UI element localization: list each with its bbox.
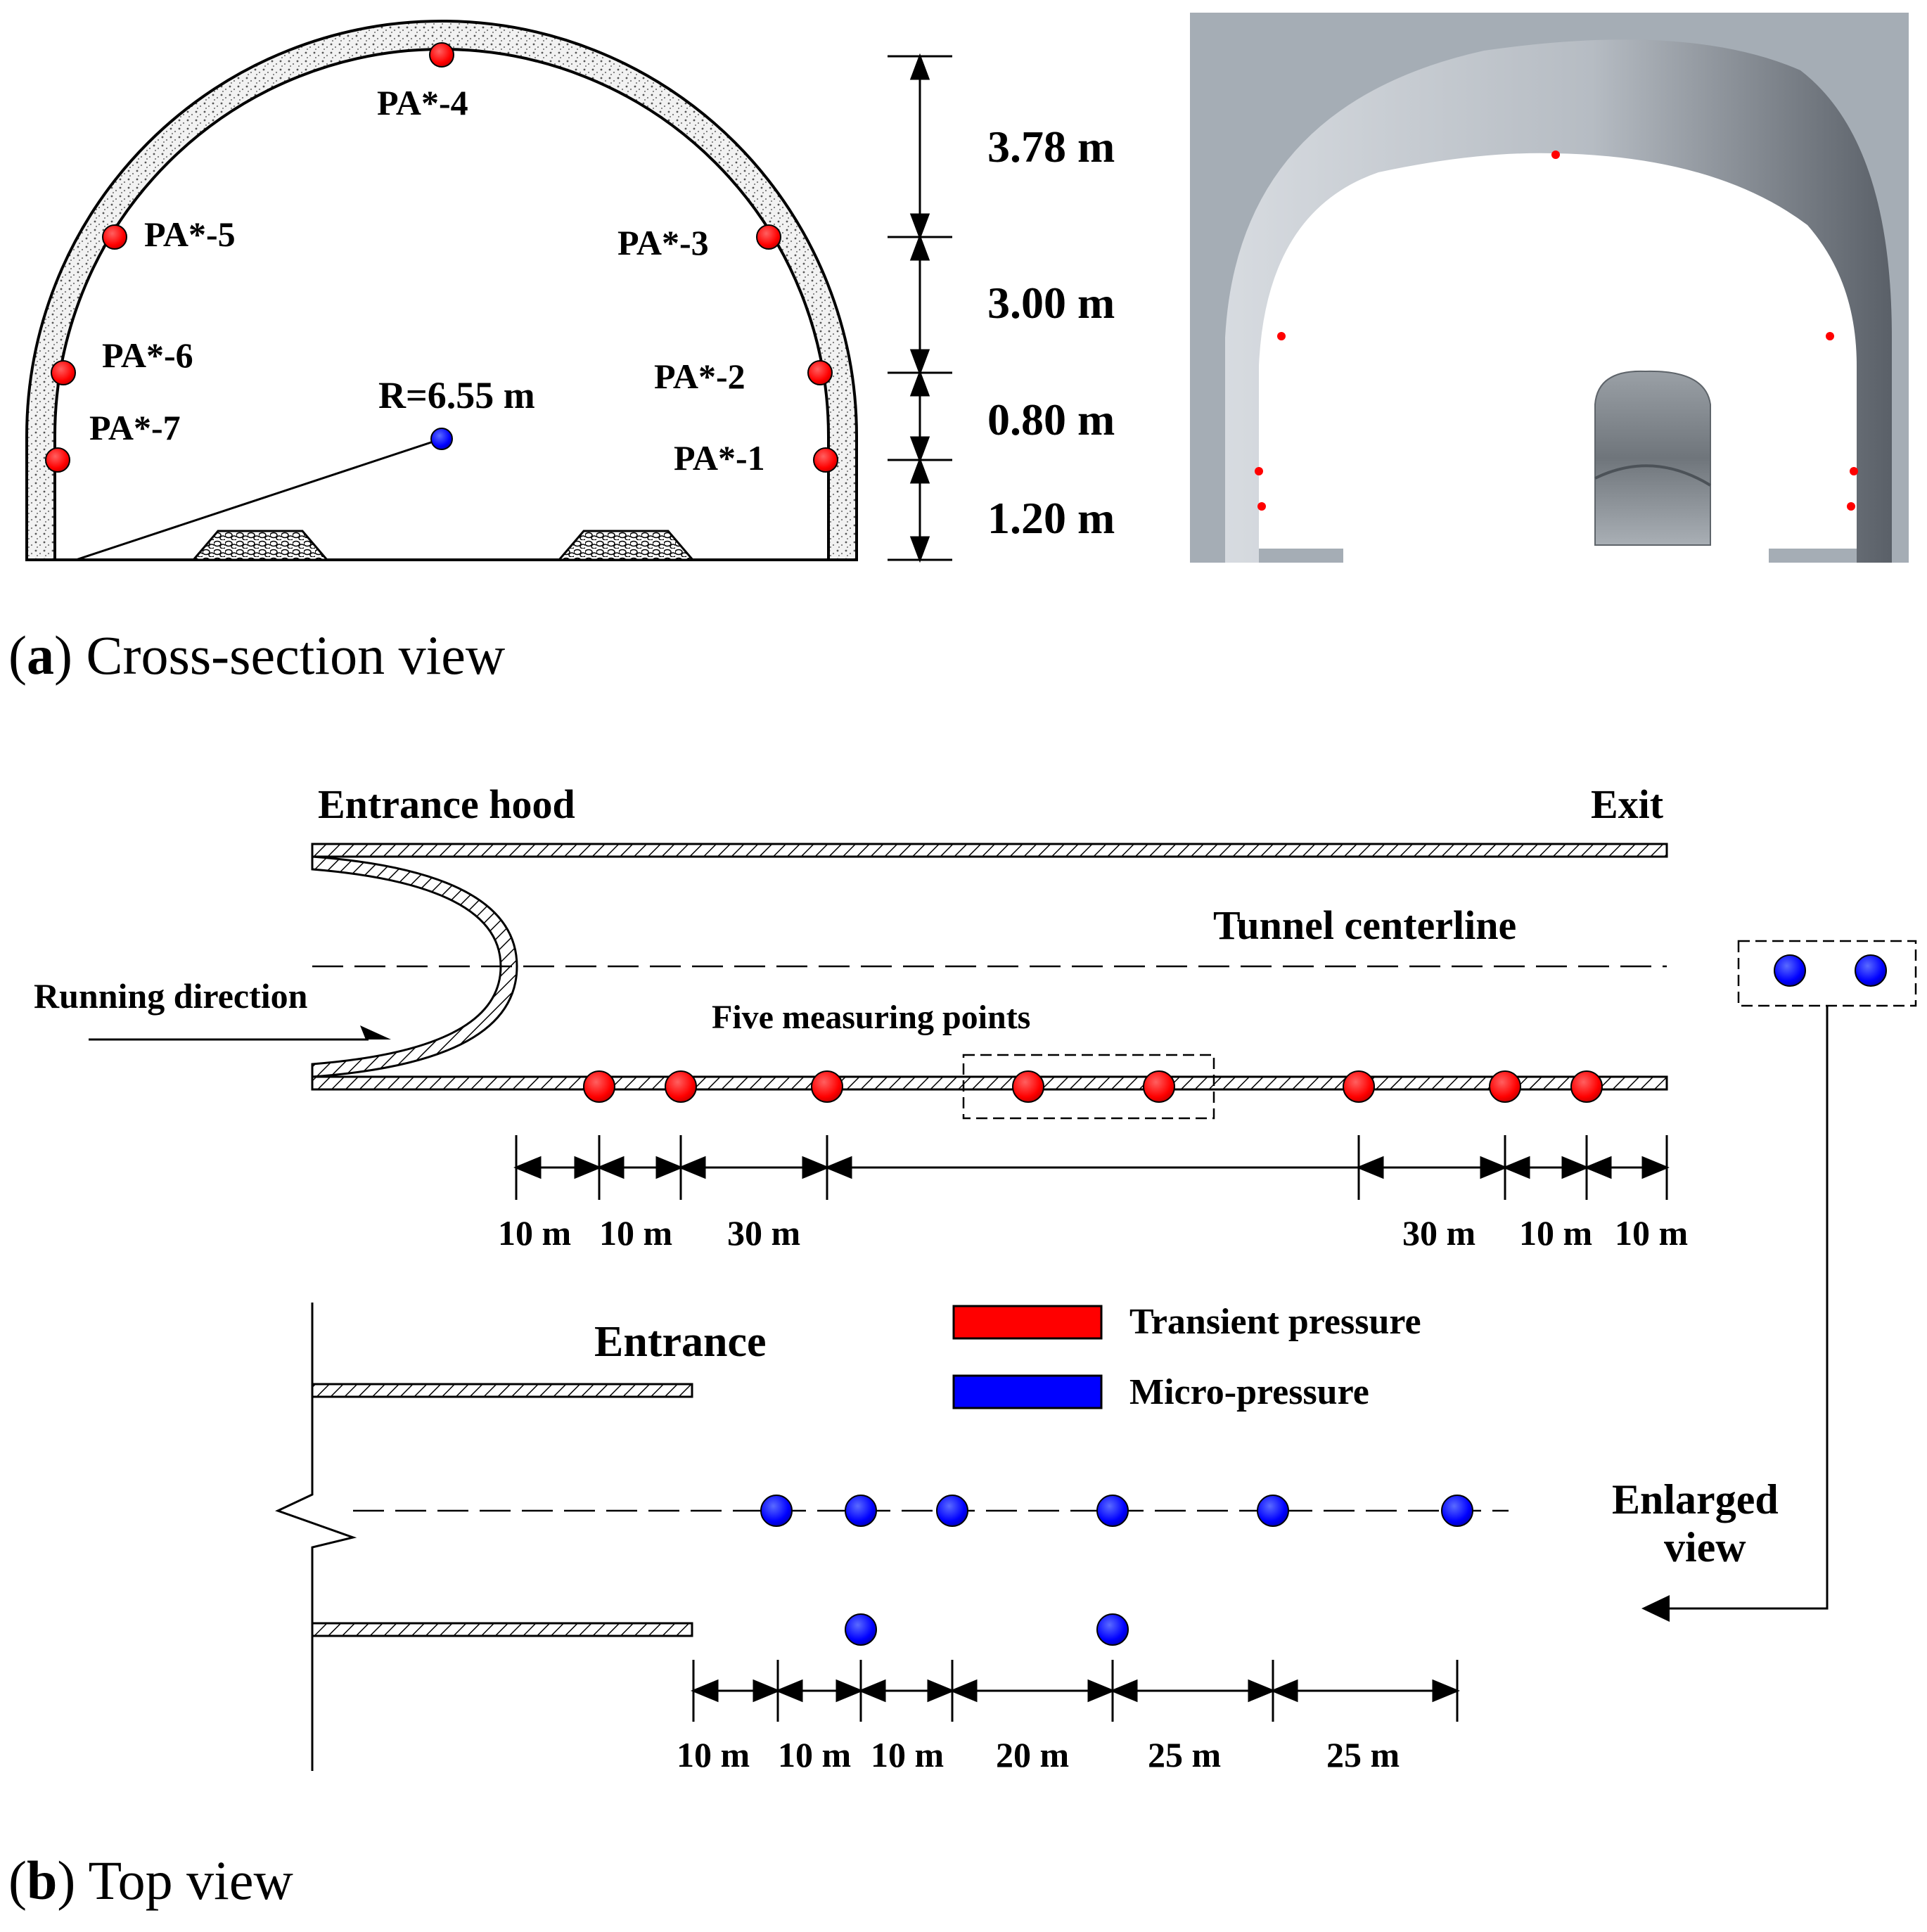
- tunnel-opening: [1259, 153, 1857, 563]
- upper-dimension-chain: [513, 1135, 1670, 1200]
- lower-dim-4: 20 m: [996, 1735, 1069, 1774]
- tunnel-lining: [25, 20, 858, 561]
- walkway-left: [1259, 549, 1343, 563]
- dimension-0-80: 0.80 m: [987, 395, 1115, 444]
- lower-dimension-chain: [691, 1660, 1460, 1722]
- height-dimension-chain: [888, 53, 952, 563]
- caption-a: (a) Cross-section view: [8, 625, 505, 686]
- legend-label-micro: Micro-pressure: [1129, 1372, 1369, 1412]
- entrance-hood-label: Entrance hood: [318, 781, 575, 827]
- ballast-left: [191, 530, 330, 561]
- entrance-wall-bottom: [311, 1622, 693, 1637]
- top-view-upper: Entrance hood Exit Tunnel centerline Run…: [34, 781, 1917, 1622]
- point-pa5-label: PA*-5: [144, 215, 236, 254]
- entrance-wall-top: [311, 1383, 693, 1398]
- point-pa3-label: PA*-3: [617, 223, 709, 262]
- caption-b-text: Top view: [75, 1850, 293, 1911]
- dim-arrow: [909, 456, 930, 484]
- break-line: [275, 1303, 357, 1771]
- enlarged-view-leader: [1665, 1006, 1829, 1610]
- dim-arrow: [909, 233, 930, 261]
- tunnel-wall-top: [311, 843, 1668, 858]
- dim-arrow: [909, 53, 930, 80]
- dimension-3-00: 3.00 m: [987, 278, 1115, 328]
- dim-arrow: [909, 369, 930, 397]
- caption-b-letter: b: [27, 1850, 57, 1911]
- running-direction-label: Running direction: [34, 976, 308, 1016]
- lower-dim-3: 10 m: [871, 1735, 944, 1774]
- caption-b: (b) Top view: [8, 1850, 293, 1911]
- point-pa1-label: PA*-1: [674, 438, 765, 478]
- cross-section-drawing: R=6.55 m PA*-4 PA*-5 PA*-3 PA*-6 PA*-2 P…: [25, 20, 858, 561]
- enlarged-view-box: [1737, 940, 1917, 1007]
- tunnel-center-point: [430, 428, 453, 450]
- enlarged-view-arrowhead: [1641, 1595, 1670, 1622]
- legend-label-transient: Transient pressure: [1129, 1302, 1421, 1342]
- entrance-label: Entrance: [594, 1318, 767, 1366]
- legend: Transient pressure Micro-pressure: [952, 1302, 1421, 1412]
- lower-dim-5: 25 m: [1148, 1735, 1221, 1774]
- upper-dim-right-2: 10 m: [1519, 1213, 1592, 1253]
- micro-points-row: [760, 1495, 1473, 1646]
- running-direction-arrowhead: [360, 1025, 391, 1039]
- caption-a-text: Cross-section view: [72, 625, 505, 686]
- legend-swatch-micro: [952, 1374, 1103, 1409]
- upper-dim-right-1: 30 m: [1402, 1213, 1475, 1253]
- upper-dim-right-3: 10 m: [1615, 1213, 1688, 1253]
- point-pa7-marker: [45, 447, 70, 473]
- upper-dim-left-2: 10 m: [599, 1213, 672, 1253]
- dim-arrow: [909, 436, 930, 463]
- point-pa7-label: PA*-7: [89, 408, 181, 447]
- point-pa6-marker: [51, 360, 76, 385]
- enlarged-micro-point: [1855, 954, 1887, 987]
- transient-points-row: [583, 1070, 1603, 1103]
- point-pa5-marker: [102, 224, 127, 250]
- exit-label: Exit: [1591, 781, 1664, 827]
- entrance-hood-shell: [311, 855, 518, 1078]
- dimension-3-78: 3.78 m: [987, 122, 1115, 172]
- point-pa4-label: PA*-4: [377, 83, 468, 122]
- enlarged-view-label-1: Enlarged: [1612, 1476, 1779, 1523]
- ballast-right: [556, 530, 696, 561]
- point-pa3-marker: [756, 224, 781, 250]
- dimension-1-20: 1.20 m: [987, 493, 1115, 543]
- enlarged-view-label-2: view: [1664, 1524, 1746, 1570]
- radius-line: [75, 437, 442, 561]
- point-pa2-label: PA*-2: [654, 357, 745, 396]
- lower-dim-1: 10 m: [677, 1735, 750, 1774]
- radius-label: R=6.55 m: [378, 374, 535, 416]
- enlarged-micro-point: [1774, 954, 1806, 987]
- point-pa2-marker: [807, 360, 833, 385]
- lower-dim-6: 25 m: [1326, 1735, 1400, 1774]
- upper-dim-left-3: 30 m: [727, 1213, 800, 1253]
- caption-a-letter: a: [27, 625, 54, 686]
- legend-swatch-transient: [952, 1305, 1103, 1340]
- dim-arrow: [909, 349, 930, 376]
- tunnel-wall-bottom: [311, 1075, 1668, 1091]
- point-pa4-marker: [429, 42, 454, 68]
- point-pa6-label: PA*-6: [102, 335, 193, 375]
- point-pa1-marker: [813, 447, 838, 473]
- train-model: [1594, 370, 1711, 546]
- tunnel-3d-rendering: [1190, 13, 1909, 563]
- five-points-box: [962, 1054, 1215, 1120]
- upper-dim-left-1: 10 m: [498, 1213, 571, 1253]
- five-points-label: Five measuring points: [712, 999, 1030, 1036]
- top-view-lower: Entrance: [275, 1303, 1509, 1771]
- tunnel-centerline-label: Tunnel centerline: [1213, 902, 1516, 948]
- dim-arrow: [909, 536, 930, 563]
- lower-dim-2: 10 m: [778, 1735, 851, 1774]
- walkway-right: [1769, 549, 1857, 563]
- dim-arrow: [909, 213, 930, 241]
